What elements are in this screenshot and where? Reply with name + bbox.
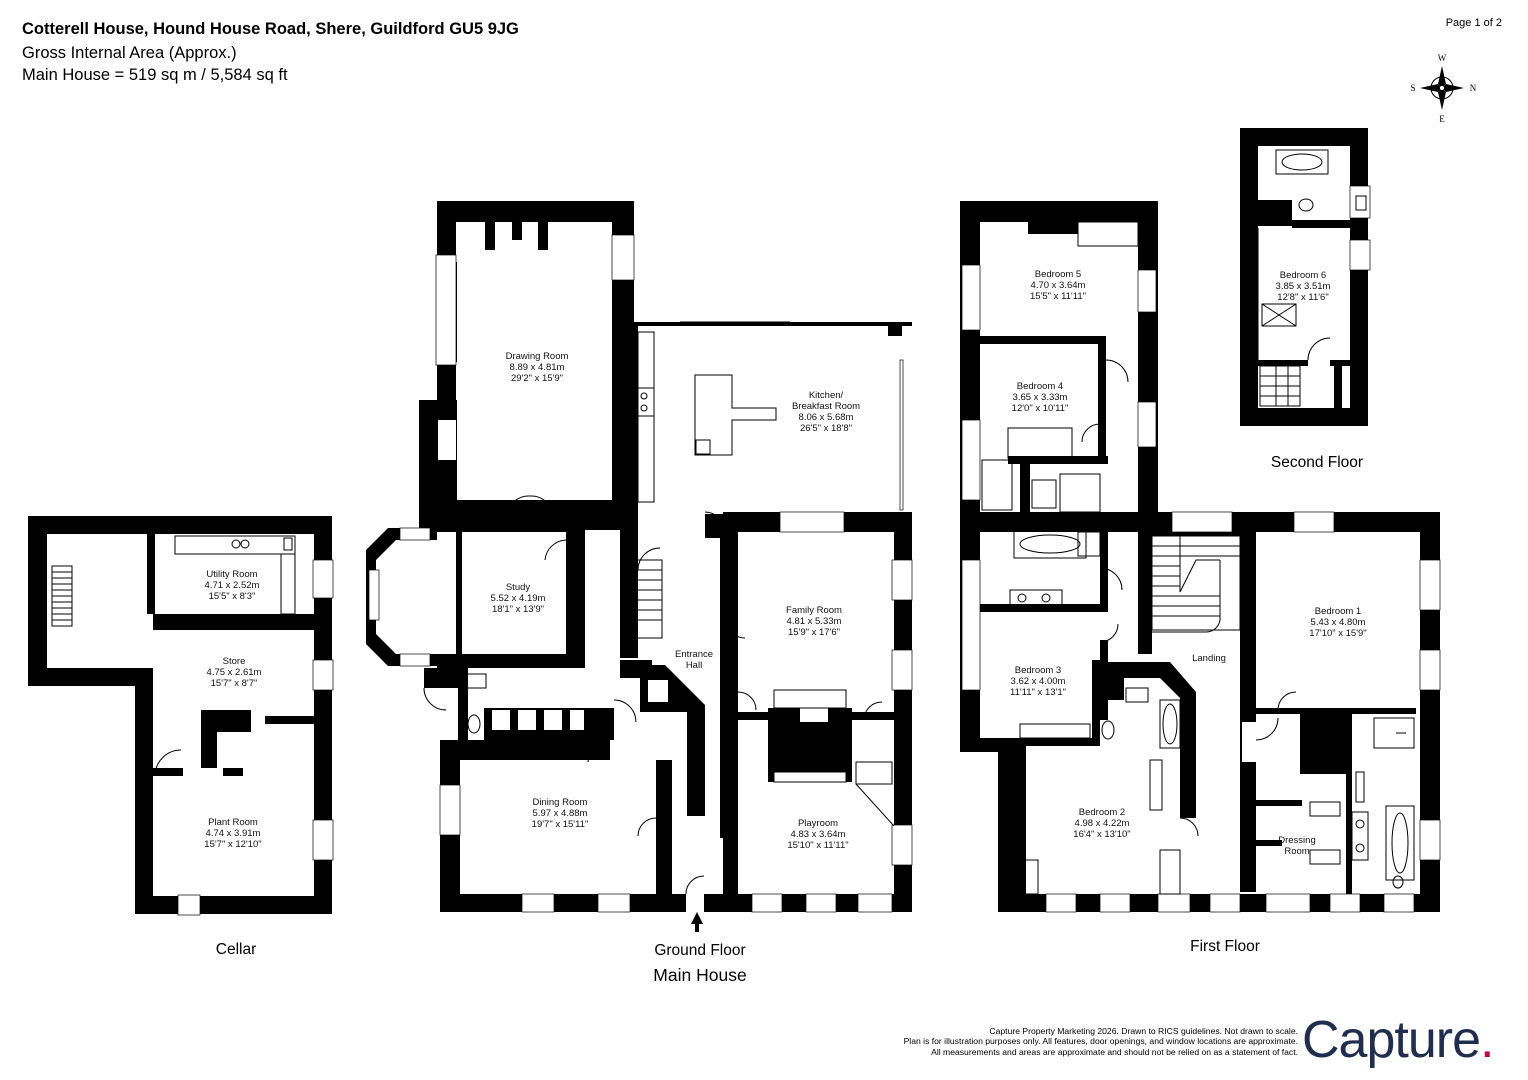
- disclaimer-line-3: All measurements and areas are approxima…: [931, 1046, 1298, 1057]
- bed1-metric: 5.43 x 4.80m: [1311, 617, 1366, 628]
- bed5-name: Bedroom 5: [1035, 269, 1081, 280]
- compass-icon: W E S N: [1410, 53, 1476, 124]
- study-metric: 5.52 x 4.19m: [491, 593, 546, 604]
- entrance-name2: Hall: [686, 660, 702, 671]
- bed4-metric: 3.65 x 3.33m: [1013, 392, 1068, 403]
- dining-name: Dining Room: [533, 797, 588, 808]
- utility-metric: 4.71 x 2.52m: [205, 580, 260, 591]
- compass-s: S: [1410, 83, 1415, 93]
- disclaimer-line-1: Capture Property Marketing 2026. Drawn t…: [989, 1026, 1298, 1036]
- logo-text: Capture: [1302, 1011, 1481, 1069]
- plant-imperial: 15'7" x 12'10": [204, 839, 261, 850]
- bed6-name: Bedroom 6: [1280, 270, 1326, 281]
- dressing-name1: Dressing: [1278, 835, 1316, 846]
- bed3-imperial: 11'11" x 13'1": [1010, 687, 1066, 698]
- bed5-imperial: 15'5" x 11'11": [1030, 291, 1086, 302]
- plant-metric: 4.74 x 3.91m: [206, 828, 261, 839]
- landing-name: Landing: [1192, 653, 1226, 664]
- drawing-metric: 8.89 x 4.81m: [510, 362, 565, 373]
- family-name: Family Room: [786, 605, 842, 616]
- logo-dot: .: [1480, 1011, 1494, 1069]
- utility-imperial: 15'5" x 8'3": [209, 591, 256, 602]
- capture-logo: Capture.: [1302, 1010, 1494, 1070]
- bed2-metric: 4.98 x 4.22m: [1075, 818, 1130, 829]
- disclaimer: Capture Property Marketing 2026. Drawn t…: [904, 1026, 1298, 1057]
- cellar-label: Cellar: [216, 941, 256, 958]
- compass-n: N: [1470, 83, 1477, 93]
- utility-name: Utility Room: [206, 569, 257, 580]
- store-name: Store: [223, 656, 246, 667]
- compass-e: E: [1439, 114, 1445, 124]
- bed6-imperial: 12'8" x 11'6": [1277, 292, 1328, 303]
- dressing-name2: Room: [1284, 846, 1309, 857]
- study-imperial: 18'1" x 13'9": [492, 604, 544, 615]
- bed4-name: Bedroom 4: [1017, 381, 1063, 392]
- kitchen-metric: 8.06 x 5.68m: [799, 412, 854, 423]
- second-floor-plan: [1240, 128, 1371, 426]
- store-imperial: 15'7" x 8'7": [211, 678, 258, 689]
- main-house-label: Main House: [653, 965, 746, 985]
- bed3-name: Bedroom 3: [1015, 665, 1061, 676]
- bed1-name: Bedroom 1: [1315, 606, 1361, 617]
- family-metric: 4.81 x 5.33m: [787, 616, 842, 627]
- floor-labels: Cellar Ground Floor Main House First Flo…: [216, 454, 1363, 985]
- family-imperial: 15'9" x 17'6": [788, 627, 840, 638]
- bed6-metric: 3.85 x 3.51m: [1276, 281, 1331, 292]
- cellar-plan: [28, 516, 334, 916]
- compass-w: W: [1438, 53, 1447, 63]
- second-floor-label: Second Floor: [1271, 454, 1363, 471]
- kitchen-imperial: 26'5" x 18'8": [800, 423, 852, 434]
- kitchen-name1: Kitchen/: [809, 390, 844, 401]
- dining-imperial: 19'7" x 15'11": [532, 819, 589, 830]
- bed2-imperial: 16'4" x 13'10": [1073, 829, 1130, 840]
- page-indicator: Page 1 of 2: [1445, 17, 1502, 29]
- drawing-name: Drawing Room: [506, 351, 569, 362]
- dining-metric: 5.97 x 4.88m: [533, 808, 588, 819]
- kitchen-name2: Breakfast Room: [792, 401, 860, 412]
- bed3-metric: 3.62 x 4.00m: [1011, 676, 1066, 687]
- bed5-metric: 4.70 x 3.64m: [1031, 280, 1086, 291]
- first-floor-plan: [960, 201, 1441, 913]
- disclaimer-line-2: Plan is for illustration purposes only. …: [903, 1036, 1298, 1047]
- area-title: Gross Internal Area (Approx.): [22, 44, 237, 62]
- bed2-name: Bedroom 2: [1079, 807, 1125, 818]
- bed1-imperial: 17'10" x 15'9": [1309, 628, 1366, 639]
- ground-floor-plan: [366, 201, 913, 932]
- study-name: Study: [506, 582, 531, 593]
- bed4-imperial: 12'0" x 10'11": [1012, 403, 1069, 414]
- store-metric: 4.75 x 2.61m: [207, 667, 262, 678]
- playroom-metric: 4.83 x 3.64m: [791, 829, 846, 840]
- drawing-imperial: 29'2" x 15'9": [511, 373, 563, 384]
- area-value: Main House = 519 sq m / 5,584 sq ft: [22, 66, 288, 84]
- entrance-name1: Entrance: [675, 649, 713, 660]
- plant-name: Plant Room: [208, 817, 258, 828]
- ground-floor-label: Ground Floor: [654, 942, 745, 959]
- property-address: Cotterell House, Hound House Road, Shere…: [22, 20, 519, 38]
- first-floor-label: First Floor: [1190, 938, 1260, 955]
- playroom-imperial: 15'10" x 11'11": [787, 840, 848, 851]
- playroom-name: Playroom: [798, 818, 838, 829]
- svg-text:Landing: Landing: [1192, 653, 1226, 664]
